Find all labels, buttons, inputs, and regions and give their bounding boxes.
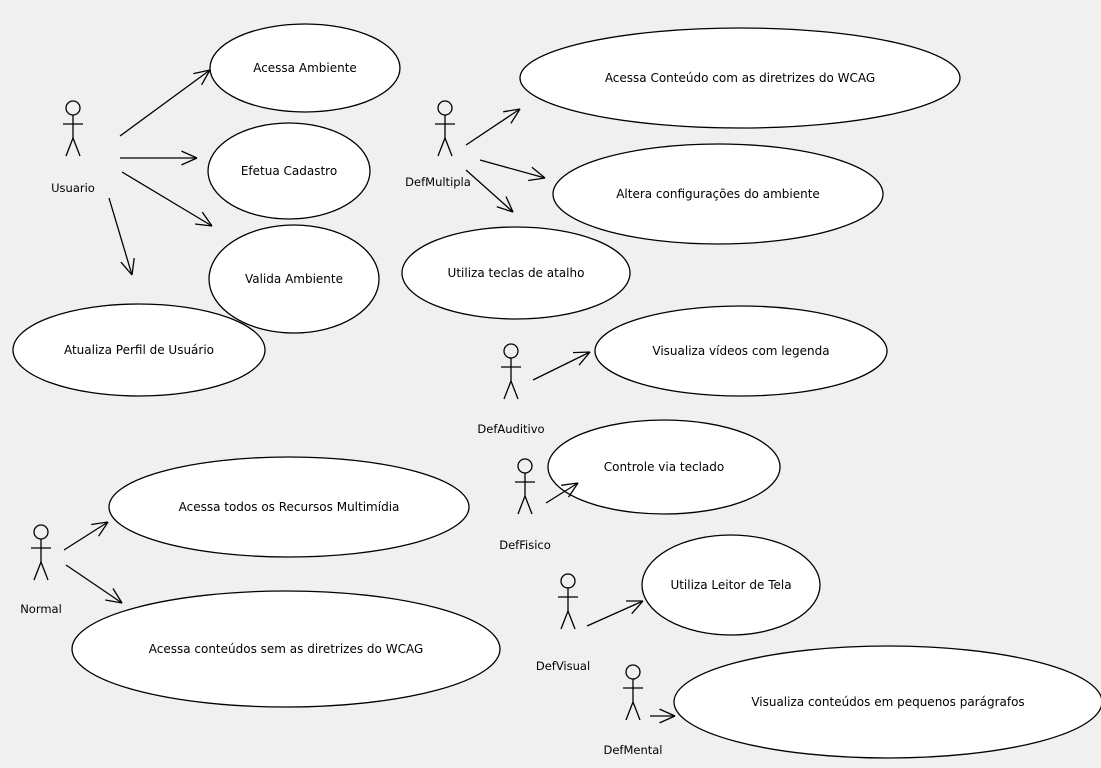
use-case-atualiza-perfil[interactable]: Atualiza Perfil de Usuário [12, 303, 266, 397]
actor-label: Normal [20, 602, 62, 616]
association-arrows [63, 69, 676, 724]
use-case-utiliza-teclas[interactable]: Utiliza teclas de atalho [401, 226, 631, 320]
arrow-defmultipla-utiliza-teclas [465, 169, 514, 213]
arrow-usuario-atualiza-perfil [108, 197, 135, 276]
arrow-defmultipla-altera-config [479, 159, 546, 182]
use-case-label: Efetua Cadastro [241, 164, 337, 178]
arrow-defmental-pequenos-paragrafos [650, 708, 676, 724]
actor-normal[interactable]: Normal [20, 524, 62, 616]
use-case-controle-teclado[interactable]: Controle via teclado [547, 419, 781, 515]
arrow-usuario-efetua-cadastro [120, 150, 198, 166]
use-case-leitor-tela[interactable]: Utiliza Leitor de Tela [641, 534, 821, 636]
actor-label: Usuario [51, 181, 95, 195]
use-case-label: Valida Ambiente [245, 272, 343, 286]
use-case-label: Utiliza Leitor de Tela [670, 578, 791, 592]
arrow-usuario-acessa-ambiente [119, 69, 211, 137]
use-case-visualiza-videos[interactable]: Visualiza vídeos com legenda [594, 305, 888, 397]
actor-label: DefMental [603, 743, 662, 757]
use-case-acessa-sem-wcag[interactable]: Acessa conteúdos sem as diretrizes do WC… [71, 590, 501, 708]
use-case-label: Controle via teclado [604, 460, 725, 474]
use-case-label: Altera configurações do ambiente [616, 187, 820, 201]
use-case-label: Acessa Conteúdo com as diretrizes do WCA… [605, 71, 875, 85]
use-case-label: Visualiza conteúdos em pequenos parágraf… [751, 695, 1024, 709]
arrow-defmultipla-acessa-wcag [465, 108, 521, 146]
actor-label: DefVisual [536, 659, 590, 673]
use-case-pequenos-paragrafos[interactable]: Visualiza conteúdos em pequenos parágraf… [673, 645, 1101, 759]
arrow-defvisual-leitor-tela [586, 600, 644, 627]
use-case-label: Utiliza teclas de atalho [448, 266, 585, 280]
actor-label: DefMultipla [405, 175, 471, 189]
arrow-defauditivo-visualiza-videos [532, 351, 591, 381]
actor-deffisico[interactable]: DefFisico [499, 458, 551, 552]
arrow-usuario-valida-ambiente [121, 171, 213, 227]
actor-defmultipla[interactable]: DefMultipla [405, 100, 471, 189]
arrow-normal-acessa-sem-wcag [65, 564, 123, 604]
arrow-normal-acessa-multimidia [63, 521, 109, 551]
actor-label: DefFisico [499, 538, 551, 552]
use-case-label: Visualiza vídeos com legenda [652, 344, 829, 358]
actor-defauditivo[interactable]: DefAuditivo [477, 343, 545, 436]
use-case-altera-config[interactable]: Altera configurações do ambiente [552, 143, 884, 245]
use-case-label: Atualiza Perfil de Usuário [64, 343, 214, 357]
use-case-acessa-wcag[interactable]: Acessa Conteúdo com as diretrizes do WCA… [519, 27, 961, 129]
actor-defmental[interactable]: DefMental [603, 664, 663, 757]
arrow-deffisico-controle-teclado [545, 482, 579, 504]
use-case-label: Acessa todos os Recursos Multimídia [179, 500, 400, 514]
use-case-label: Acessa Ambiente [253, 61, 357, 75]
actor-usuario[interactable]: Usuario [51, 100, 95, 195]
use-case-acessa-multimidia[interactable]: Acessa todos os Recursos Multimídia [108, 456, 470, 558]
actor-label: DefAuditivo [477, 422, 544, 436]
use-case-valida-ambiente[interactable]: Valida Ambiente [208, 224, 380, 334]
use-case-efetua-cadastro[interactable]: Efetua Cadastro [207, 122, 371, 220]
use-case-label: Acessa conteúdos sem as diretrizes do WC… [149, 642, 424, 656]
use-case-acessa-ambiente[interactable]: Acessa Ambiente [209, 23, 401, 113]
actor-defvisual[interactable]: DefVisual [536, 573, 590, 673]
